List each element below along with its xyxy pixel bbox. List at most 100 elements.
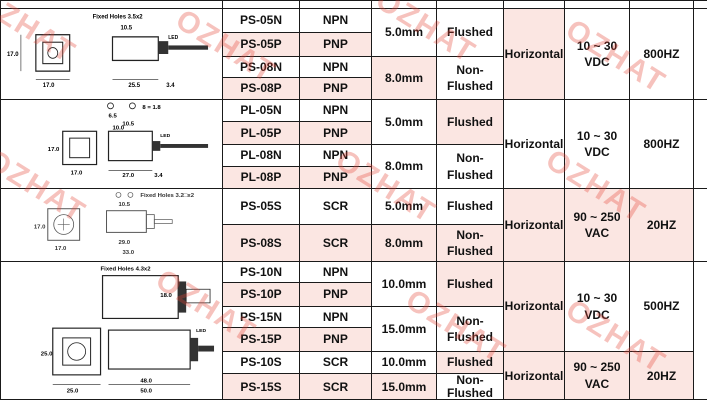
output-cell: SCR (299, 188, 372, 225)
distance-cell: 8.0mm (371, 224, 437, 262)
output-cell: SCR (299, 372, 372, 400)
table-row: Fixed Holes 4.3x2 18.0 25.0 25.0 LED (0, 260, 707, 400)
dim-label: 17.0 (55, 246, 67, 252)
fixed-holes-caption: Fixed Holes 4.3x2 (101, 267, 152, 273)
table-row: PS-10S SCR 10.0mm Flushed Horizontal 90 … (1, 350, 707, 400)
direction-cell: Horizontal (503, 350, 565, 400)
distance-cell: 8.0mm (371, 56, 437, 100)
dim-label: 18.0 (160, 293, 172, 299)
mount-line: Flushed (446, 330, 493, 344)
voltage-range: 90 ~ 250 (573, 360, 621, 375)
table-row: PS-10P PNP (1, 282, 707, 307)
table-row: 8 = 1.8 6.5 10.5 17.0 17.0 LED 10.0 27.0… (0, 99, 707, 189)
dim-label: 3.4 (154, 173, 163, 179)
dim-label: 29.0 (118, 240, 130, 246)
output-cell: SCR (299, 351, 372, 374)
fixed-holes-caption: Fixed Holes 3.2□x2 (140, 193, 194, 199)
mount-line: Non- (456, 373, 484, 387)
dim-label: 10.5 (122, 121, 134, 127)
mount-cell: Flushed (436, 188, 504, 225)
sensor-drawing-icon: Fixed Holes 3.2□x2 10.5 17.0 17.0 29.0 3… (34, 192, 195, 256)
table-row: PS-08P PNP (1, 77, 707, 100)
frequency-cell: 500HZ (629, 261, 694, 352)
output-cell: PNP (299, 32, 372, 57)
dim-label: 17.0 (34, 224, 46, 230)
dim-label: 48.0 (140, 379, 152, 385)
voltage-range: 10 ~ 30 (576, 38, 618, 53)
dim-label: 10.0 (112, 125, 124, 131)
mount-line: Flushed (446, 79, 493, 93)
frequency-cell: 800HZ (629, 8, 694, 100)
output-cell: SCR (299, 224, 372, 262)
sensor-drawing-icon: Fixed Holes 4.3x2 18.0 25.0 25.0 LED (41, 267, 215, 394)
model-cell: PS-08N (222, 56, 300, 78)
sensor-drawing-icon: 8 = 1.8 6.5 10.5 17.0 17.0 LED 10.0 27.0… (48, 102, 209, 179)
mount-line: Non- (456, 227, 484, 242)
distance-cell: 5.0mm (371, 99, 437, 145)
mount-cell: Non-Flushed (436, 372, 504, 400)
voltage-range: 10 ~ 30 (576, 291, 618, 306)
distance-cell: 15.0mm (371, 306, 437, 352)
direction-cell: Horizontal (503, 188, 565, 262)
table-row: PS-08S SCR 8.0mm Non-Flushed (1, 224, 707, 262)
table-row: Fixed Holes 3.5x2 17.0 17.0 LED 25.5 3.4 (0, 8, 707, 100)
mount-line: Non- (456, 151, 484, 166)
dim-label: 27.0 (122, 173, 134, 179)
model-cell: PS-05S (222, 188, 300, 225)
mount-line: Non- (456, 313, 484, 328)
dim-label: 17.0 (7, 51, 19, 58)
dim-label: 10.5 (118, 202, 130, 208)
output-cell: PNP (299, 121, 372, 145)
distance-cell: 10.0mm (371, 351, 437, 374)
dim-label: 25.0 (67, 388, 79, 394)
direction-cell: Horizontal (503, 8, 565, 100)
sensor-drawing-icon: Fixed Holes 3.5x2 17.0 17.0 LED 25.5 3.4 (7, 13, 209, 89)
mount-cell: Non- Flushed (436, 56, 504, 100)
mount-cell: Non-Flushed (436, 224, 504, 262)
model-cell: PS-08P (222, 77, 300, 100)
dim-label: 50.0 (140, 388, 152, 394)
table-row: PS-15S SCR 15.0mm Non-Flushed (1, 372, 707, 400)
model-cell: PS-10N (222, 261, 300, 283)
output-cell: PNP (299, 166, 372, 189)
dim-label: 10.5 (120, 24, 132, 31)
output-cell: NPN (299, 8, 372, 33)
frequency-cell: 20HZ (629, 188, 694, 262)
distance-cell: 8.0mm (371, 144, 437, 189)
dim-label: 6.5 (109, 114, 118, 120)
mount-line: Non- (456, 62, 484, 77)
model-cell: PS-15P (222, 327, 300, 352)
model-cell: PS-10S (222, 351, 300, 374)
dimension-drawing-ps10: Fixed Holes 4.3x2 18.0 25.0 25.0 LED (0, 260, 223, 400)
mount-cell: Non-Flushed (436, 144, 504, 189)
voltage-type: VAC (584, 376, 610, 391)
mount-cell: Flushed (436, 8, 504, 57)
dim-label: 17.0 (48, 147, 60, 153)
table-row: PL-05P PNP (1, 121, 707, 145)
top-border-row (0, 0, 707, 9)
model-cell: PS-15N (222, 306, 300, 328)
dim-label: 17.0 (43, 82, 55, 89)
dimension-drawing-pl05: 8 = 1.8 6.5 10.5 17.0 17.0 LED 10.0 27.0… (0, 99, 223, 189)
mount-cell: Non- Flushed (436, 306, 504, 352)
model-cell: PS-10P (222, 282, 300, 307)
dim-label: 33.0 (122, 250, 134, 256)
voltage-range: 90 ~ 250 (573, 209, 621, 224)
output-cell: NPN (299, 261, 372, 283)
model-cell: PS-05P (222, 32, 300, 57)
dim-label: 25.0 (41, 351, 53, 357)
distance-cell: 15.0mm (371, 372, 437, 400)
mount-cell: Flushed (436, 261, 504, 307)
table-row: PL-08N NPN 8.0mm Non-Flushed (1, 144, 707, 189)
voltage-type: VDC (584, 55, 610, 69)
led-label: LED (196, 328, 206, 334)
model-cell: PS-15S (222, 372, 300, 400)
table-row: PS-05P PNP (1, 32, 707, 57)
frequency-cell: 20HZ (629, 350, 694, 400)
output-cell: NPN (299, 306, 372, 328)
led-label: LED (160, 133, 170, 139)
